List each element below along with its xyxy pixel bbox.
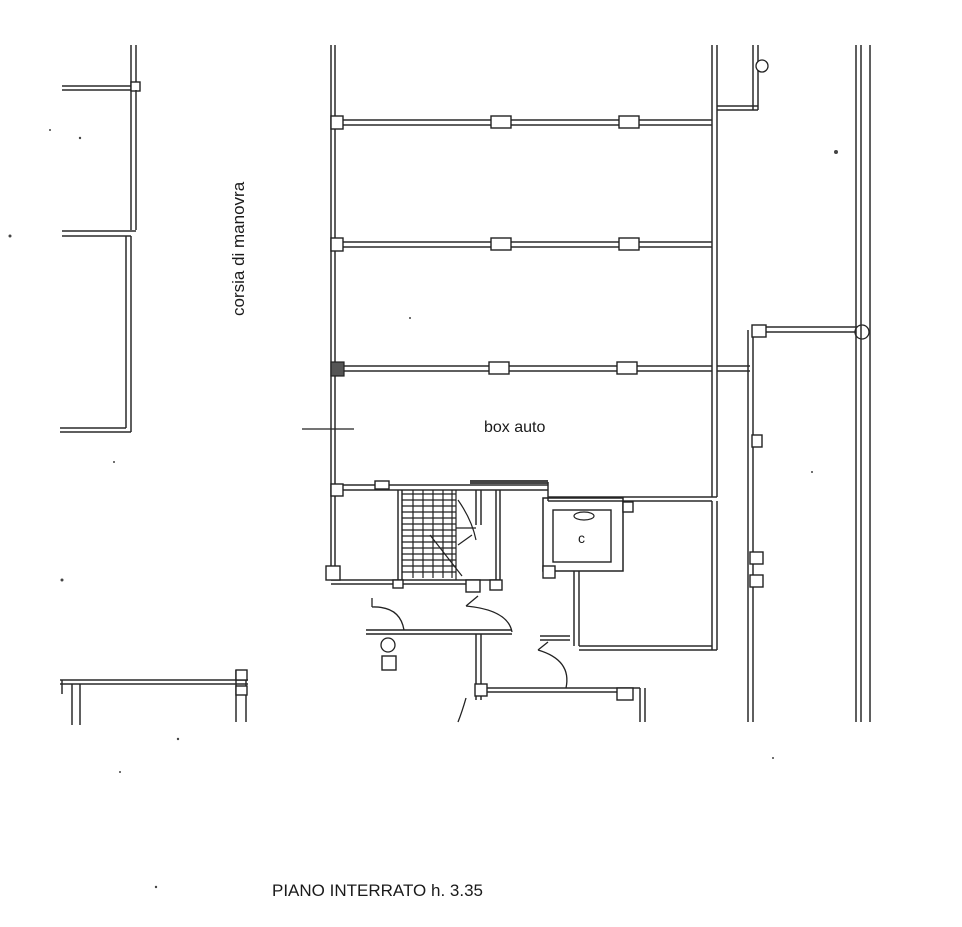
right-corridor-walls [717,45,871,722]
plan-title: PIANO INTERRATO h. 3.35 [272,881,483,900]
lane-label: corsia di manovra [229,181,248,316]
left-building-walls [60,45,248,725]
doors [366,595,646,723]
garage-block-walls [330,45,718,580]
bathroom [542,497,718,651]
scan-specks [8,129,838,889]
stairwell [325,490,503,593]
sink-label: c [578,530,585,546]
garage-label: box auto [484,419,545,436]
